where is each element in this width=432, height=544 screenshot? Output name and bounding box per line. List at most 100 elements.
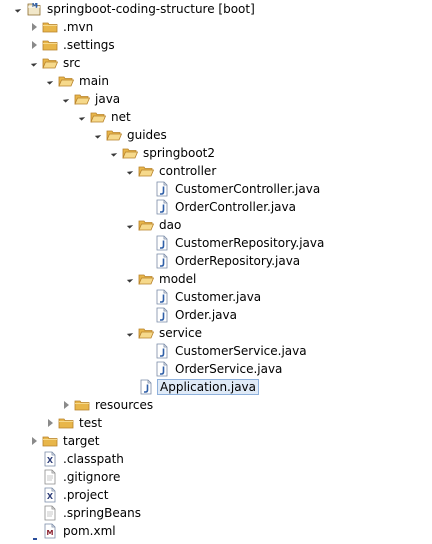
- folder-icon: [42, 19, 58, 35]
- expand-arrow-icon[interactable]: [124, 324, 136, 342]
- expand-arrow-icon[interactable]: [28, 54, 40, 72]
- tree-row[interactable]: main: [44, 72, 111, 90]
- tree-item-label[interactable]: CustomerController.java: [175, 182, 321, 196]
- no-arrow-spacer: [140, 288, 152, 306]
- folder-open-icon: [58, 73, 75, 89]
- expand-arrow-icon[interactable]: [124, 216, 136, 234]
- folder-open-icon: [138, 217, 155, 233]
- tree-row[interactable]: M pom.xml: [28, 522, 118, 540]
- collapse-arrow-icon[interactable]: [28, 432, 40, 450]
- no-arrow-spacer: [140, 252, 152, 270]
- tree-row[interactable]: .gitignore: [28, 468, 122, 486]
- collapse-arrow-icon[interactable]: [60, 396, 72, 414]
- tree-item-label[interactable]: resources: [95, 398, 154, 412]
- tree-item-label[interactable]: .mvn: [63, 20, 94, 34]
- expand-arrow-icon[interactable]: [108, 144, 120, 162]
- tree-item-label[interactable]: Application.java: [157, 379, 260, 395]
- tree-row[interactable]: OrderService.java: [140, 360, 284, 378]
- tree-row[interactable]: src: [28, 54, 83, 72]
- tree-item-label[interactable]: net: [111, 110, 131, 124]
- tree-item-label[interactable]: springboot-coding-structure [boot]: [47, 2, 255, 16]
- folder-icon: [74, 397, 90, 413]
- expand-arrow-icon[interactable]: [44, 72, 56, 90]
- tree-row[interactable]: target: [28, 432, 102, 450]
- tree-row[interactable]: M J springboot-coding-structure [boot]: [12, 0, 257, 18]
- tree-row[interactable]: springboot2: [108, 144, 217, 162]
- tree-row[interactable]: X .project: [28, 486, 110, 504]
- tree-item-label[interactable]: target: [63, 434, 100, 448]
- tree-row[interactable]: service: [124, 324, 204, 342]
- tree-row[interactable]: X .classpath: [28, 450, 126, 468]
- tree-item-label[interactable]: springboot2: [143, 146, 215, 160]
- tree-item-label[interactable]: guides: [127, 128, 167, 142]
- tree-item-label[interactable]: CustomerService.java: [175, 344, 307, 358]
- collapse-arrow-icon[interactable]: [28, 36, 40, 54]
- tree-row[interactable]: test: [44, 414, 104, 432]
- tree-row[interactable]: CustomerRepository.java: [140, 234, 326, 252]
- tree-item-label[interactable]: main: [79, 74, 109, 88]
- xml-file-icon: X: [42, 487, 58, 503]
- tree-item-label[interactable]: OrderRepository.java: [175, 254, 301, 268]
- tree-row[interactable]: Order.java: [140, 306, 239, 324]
- tree-row[interactable]: controller: [124, 162, 218, 180]
- tree-row[interactable]: Customer.java: [140, 288, 263, 306]
- tree-item-label[interactable]: java: [95, 92, 121, 106]
- no-arrow-spacer: [28, 468, 40, 486]
- tree-row[interactable]: resources: [60, 396, 155, 414]
- tree-item-label[interactable]: Customer.java: [175, 290, 262, 304]
- folder-icon: [42, 37, 58, 53]
- collapse-arrow-icon[interactable]: [28, 18, 40, 36]
- tree-row[interactable]: OrderController.java: [140, 198, 298, 216]
- text-file-icon: [42, 469, 58, 485]
- maven-file-icon: M: [42, 523, 58, 539]
- collapse-arrow-icon[interactable]: [44, 414, 56, 432]
- expand-arrow-icon[interactable]: [12, 0, 24, 18]
- xml-file-icon: X: [42, 451, 58, 467]
- folder-open-icon: [122, 145, 139, 161]
- no-arrow-spacer: [28, 450, 40, 468]
- tree-row[interactable]: dao: [124, 216, 183, 234]
- tree-item-label[interactable]: Order.java: [175, 308, 237, 322]
- expand-arrow-icon[interactable]: [60, 90, 72, 108]
- expand-arrow-icon[interactable]: [76, 108, 88, 126]
- folder-open-icon: [74, 91, 91, 107]
- tree-item-label[interactable]: src: [63, 56, 81, 70]
- tree-item-label[interactable]: .gitignore: [63, 470, 121, 484]
- tree-row[interactable]: model: [124, 270, 198, 288]
- svg-text:M: M: [47, 529, 54, 537]
- tree-row[interactable]: .springBeans: [28, 504, 143, 522]
- tree-row[interactable]: java: [60, 90, 122, 108]
- tree-row[interactable]: .mvn: [28, 18, 95, 36]
- folder-open-icon: [138, 163, 155, 179]
- tree-row[interactable]: net: [76, 108, 133, 126]
- expand-arrow-icon[interactable]: [92, 126, 104, 144]
- tree-item-label[interactable]: CustomerRepository.java: [175, 236, 325, 250]
- tree-row[interactable]: CustomerService.java: [140, 342, 309, 360]
- tree-item-label[interactable]: controller: [159, 164, 217, 178]
- expand-arrow-icon[interactable]: [124, 270, 136, 288]
- tree-row[interactable]: guides: [92, 126, 169, 144]
- no-arrow-spacer: [140, 342, 152, 360]
- tree-row[interactable]: .settings: [28, 36, 117, 54]
- java-file-icon: [154, 199, 170, 215]
- java-file-icon: [154, 289, 170, 305]
- tree-item-label[interactable]: model: [159, 272, 197, 286]
- tree-item-label[interactable]: .classpath: [63, 452, 124, 466]
- tree-item-label[interactable]: OrderService.java: [175, 362, 283, 376]
- tree-item-label[interactable]: .project: [63, 488, 109, 502]
- tree-item-label[interactable]: pom.xml: [63, 524, 116, 538]
- expand-arrow-icon[interactable]: [124, 162, 136, 180]
- java-file-icon: [138, 379, 154, 395]
- tree-item-label[interactable]: dao: [159, 218, 182, 232]
- no-arrow-spacer: [140, 198, 152, 216]
- tree-item-label[interactable]: OrderController.java: [175, 200, 296, 214]
- tree-row[interactable]: Application.java: [124, 378, 260, 396]
- no-arrow-spacer: [140, 306, 152, 324]
- tree-row[interactable]: CustomerController.java: [140, 180, 322, 198]
- tree-item-label[interactable]: .springBeans: [63, 506, 141, 520]
- no-arrow-spacer: [140, 360, 152, 378]
- tree-item-label[interactable]: service: [159, 326, 202, 340]
- tree-row[interactable]: OrderRepository.java: [140, 252, 302, 270]
- tree-item-label[interactable]: .settings: [63, 38, 115, 52]
- tree-item-label[interactable]: test: [79, 416, 103, 430]
